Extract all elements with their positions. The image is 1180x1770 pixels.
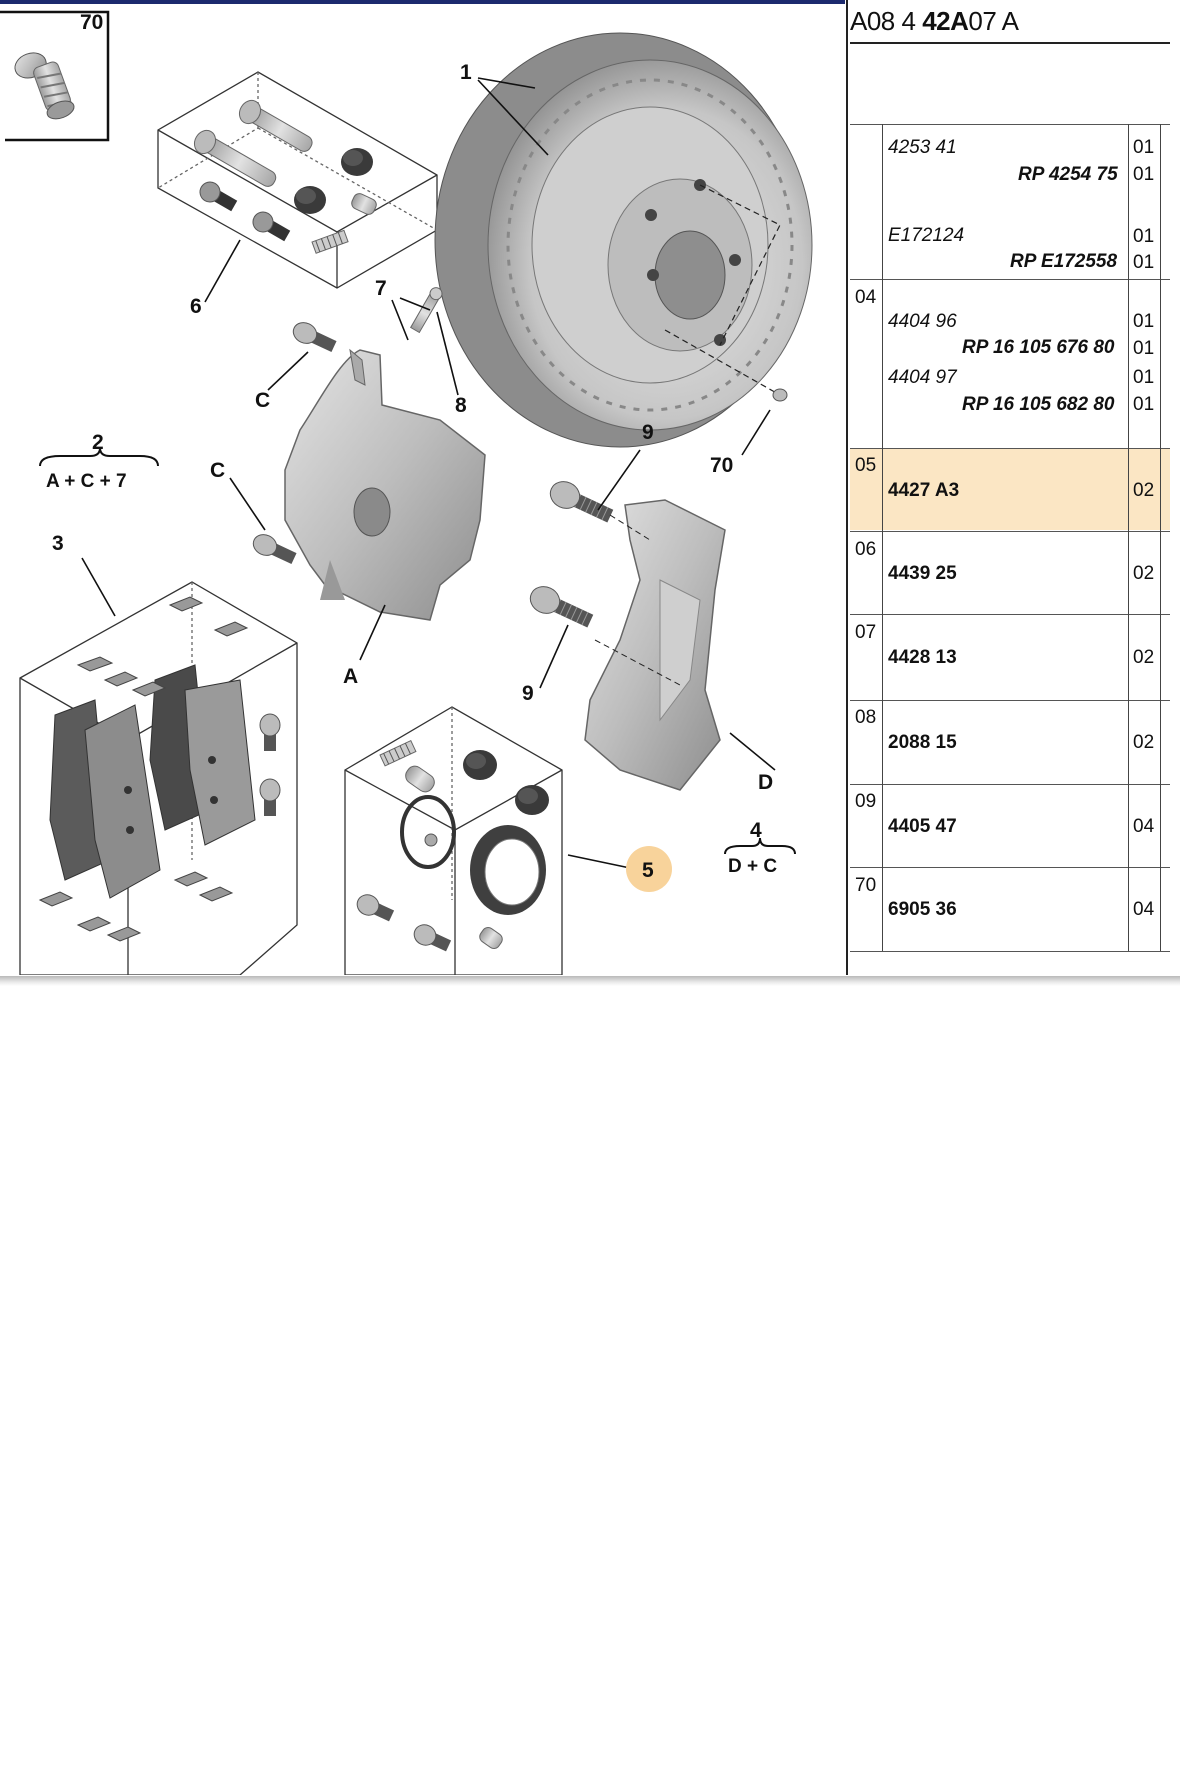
quantity: 02 (1133, 732, 1155, 753)
quantity: 04 (1133, 899, 1155, 920)
screw-icon (14, 52, 75, 120)
diagram-drawing (0, 10, 813, 975)
label-70: 70 (710, 454, 734, 477)
part-number: 4428 13 (888, 647, 957, 668)
label-4-formula: D + C (728, 856, 778, 877)
row-ref: 08 (855, 707, 877, 728)
label-9-bottom: 9 (522, 682, 534, 705)
panel-divider (846, 0, 848, 975)
row-rule (850, 448, 1170, 449)
kit-6-parts (193, 99, 377, 254)
quantity: 02 (1133, 563, 1155, 584)
brace-4 (724, 837, 796, 855)
bottom-separator (0, 976, 1180, 986)
seal-kit-5-parts (356, 739, 549, 952)
part-number: 4427 A3 (888, 480, 960, 501)
ref-part-5: A (1001, 6, 1019, 36)
part-number: 6905 36 (888, 899, 957, 920)
label-d: D (758, 771, 774, 794)
bolt-c-top (292, 322, 337, 352)
label-70-box: 70 (80, 11, 104, 34)
label-1: 1 (460, 61, 472, 84)
replacement-part-number: RP 4254 75 (1018, 164, 1118, 185)
exploded-parts-diagram: 70 1 6 7 8 C C 2 A + C + 7 3 A 9 9 70 D … (0, 0, 848, 975)
row-ref: 07 (855, 622, 877, 643)
row-ref: 04 (855, 287, 877, 308)
replacement-part-number: RP 16 105 682 80 (962, 394, 1115, 415)
label-2-formula: A + C + 7 (46, 471, 127, 492)
item-70-box (0, 10, 110, 142)
label-a: A (343, 665, 359, 688)
quantity: 04 (1133, 816, 1155, 837)
row-rule (850, 279, 1170, 280)
label-8: 8 (455, 394, 467, 417)
part-number: 2088 15 (888, 732, 957, 753)
row-rule (850, 531, 1170, 532)
leader-lines (81, 77, 776, 869)
quantity: 01 (1133, 338, 1155, 359)
bolt-9-top (549, 481, 614, 523)
row-rule (850, 614, 1170, 615)
row-rule (850, 867, 1170, 868)
caliper-bracket-d (584, 499, 726, 791)
kit-6-box (157, 71, 438, 289)
column-line (1160, 124, 1161, 951)
quantity: 02 (1133, 480, 1155, 501)
label-4: 4 (750, 819, 762, 842)
label-c-top: C (255, 389, 271, 412)
part-number: 4404 97 (888, 367, 957, 388)
column-line (1128, 124, 1129, 951)
row-rule (850, 784, 1170, 785)
row-ref: 09 (855, 791, 877, 812)
reference-header: A08 4 42A07 A (850, 6, 1019, 37)
ref-part-4: 07 (968, 6, 997, 36)
quantity: 01 (1133, 226, 1155, 247)
label-2: 2 (92, 431, 104, 454)
disc-screw (772, 388, 788, 402)
highlighted-row-05 (850, 448, 1170, 530)
replacement-part-number: RP E172558 (1010, 251, 1118, 272)
row-rule (850, 951, 1170, 952)
label-5: 5 (642, 859, 654, 882)
label-6: 6 (190, 295, 202, 318)
replacement-part-number: RP 16 105 676 80 (962, 337, 1115, 358)
ref-part-3: 42A (922, 6, 969, 36)
ref-part-2: 4 (901, 6, 916, 36)
row-ref: 05 (855, 455, 877, 476)
quantity: 01 (1133, 252, 1155, 273)
label-7: 7 (375, 277, 387, 300)
pad-bolts (259, 713, 281, 816)
bolt-9-bottom (529, 586, 594, 628)
label-c-bottom: C (210, 459, 226, 482)
part-number: 4253 41 (888, 137, 957, 158)
row-rule (850, 700, 1170, 701)
bolt-c-bottom (252, 534, 297, 564)
bleed-screw (409, 287, 443, 334)
pad-clips (38, 596, 249, 942)
part-number: 4405 47 (888, 816, 957, 837)
row-ref: 70 (855, 875, 877, 896)
part-number: E172124 (888, 225, 965, 246)
highlight-callout-5 (626, 846, 672, 892)
brake-pads (49, 664, 256, 899)
quantity: 01 (1133, 394, 1155, 415)
quantity: 02 (1133, 647, 1155, 668)
part-number: 4404 96 (888, 311, 957, 332)
caliper-a (284, 348, 486, 621)
row-ref: 06 (855, 539, 877, 560)
row-rule (850, 124, 1170, 125)
quantity: 01 (1133, 311, 1155, 332)
label-3: 3 (52, 532, 64, 555)
top-accent-bar (0, 0, 845, 4)
header-rule (850, 42, 1170, 44)
brake-disc (434, 32, 813, 448)
part-number: 4439 25 (888, 563, 957, 584)
label-9-top: 9 (642, 421, 654, 444)
quantity: 01 (1133, 137, 1155, 158)
quantity: 01 (1133, 164, 1155, 185)
column-line (882, 124, 883, 951)
quantity: 01 (1133, 367, 1155, 388)
ref-part-1: A08 (850, 6, 895, 36)
brace-2 (39, 447, 159, 467)
